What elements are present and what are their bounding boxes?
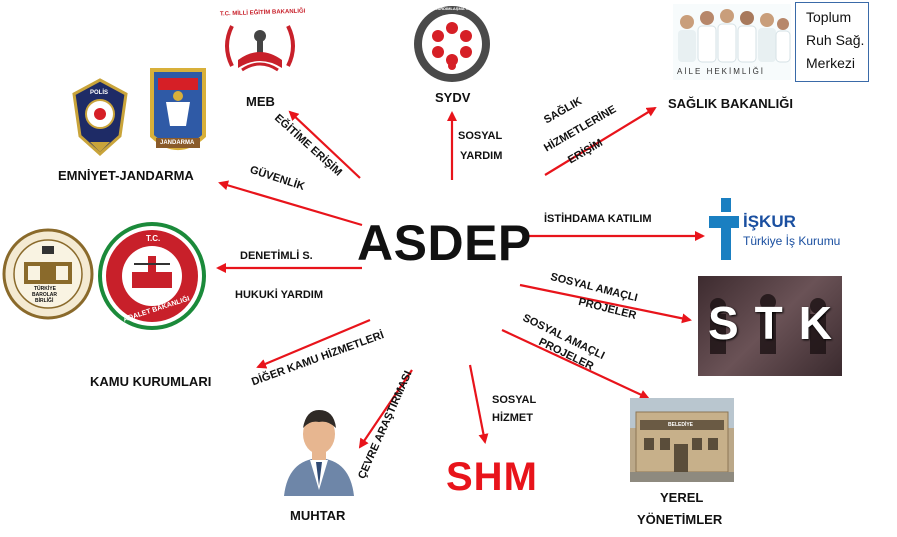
sydv-ring-text: SOSYAL YARDIMLAŞMA VE DAYANIŞMA VAKFI: [418, 6, 509, 11]
arrow-muhtar: [358, 369, 413, 449]
arrow-kamu: [256, 318, 371, 369]
toplum-line-1: Toplum: [806, 9, 852, 25]
adalet-tc-text: T.C.: [146, 234, 161, 243]
polis-logo: POLİS: [68, 78, 132, 158]
barolar-text-1: TÜRKİYE: [34, 286, 56, 292]
iskur-subtitle: Türkiye İş Kurumu: [743, 234, 841, 248]
jandarma-text: JANDARMA: [160, 140, 195, 146]
arrow-meb: [288, 110, 361, 179]
stk-image: STK: [698, 276, 842, 376]
node-sydv: SYDV: [435, 90, 471, 105]
edge-sosyal-yardim-1: SOSYAL: [458, 130, 503, 142]
adalet-logo: T.C. ADALET BAKANLIĞI: [98, 222, 206, 330]
belediye-text: BELEDİYE: [668, 422, 694, 428]
jandarma-logo: JANDARMA: [148, 66, 208, 162]
toplum-ruh-sagligi-box: Toplum Ruh Sağ. Merkezi: [795, 2, 869, 82]
iskur-logo: İŞKUR Türkiye İş Kurumu: [705, 196, 881, 266]
node-muhtar: MUHTAR: [290, 508, 346, 523]
node-emniyet-jandarma: EMNİYET-JANDARMA: [58, 168, 194, 183]
barolar-logo: TÜRKİYE BAROLAR BİRLİĞİ: [2, 228, 94, 320]
edge-sosyal-hizmet-2: HİZMET: [492, 412, 533, 424]
arrow-stk: [519, 283, 692, 324]
node-yerel-1: YEREL: [660, 490, 704, 505]
arrow-yerel: [501, 329, 650, 400]
stk-text: STK: [708, 297, 848, 349]
barolar-text-3: BİRLİĞİ: [35, 298, 54, 304]
muhtar-image: [278, 400, 360, 496]
aile-hekimligi-text: AİLE HEKİMLİĞİ: [677, 67, 766, 76]
arrow-saglik: [544, 106, 657, 176]
iskur-title: İŞKUR: [743, 212, 796, 231]
sydv-logo: SOSYAL YARDIMLAŞMA VE DAYANIŞMA VAKFI: [412, 4, 508, 84]
edge-istihdam: İSTİHDAMA KATILIM: [544, 213, 652, 225]
meb-logo: T.C. MİLLİ EĞİTİM BAKANLIĞI: [218, 4, 305, 88]
belediye-image: BELEDİYE: [630, 398, 734, 482]
node-kamu-kurumlari: KAMU KURUMLARI: [90, 374, 212, 389]
node-yerel-2: YÖNETİMLER: [637, 512, 723, 527]
node-meb: MEB: [246, 94, 275, 109]
toplum-line-3: Merkezi: [806, 55, 856, 71]
node-shm: SHM: [446, 455, 538, 499]
aile-hekimligi-image: AİLE HEKİMLİĞİ: [673, 4, 791, 80]
node-saglik-bakanligi: SAĞLIK BAKANLIĞI: [668, 96, 793, 111]
arrow-shm: [468, 364, 489, 444]
barolar-text-2: BAROLAR: [32, 292, 57, 298]
edge-sosyal-hizmet-1: SOSYAL: [492, 394, 537, 406]
center-label: ASDEP: [357, 215, 532, 271]
polis-text: POLİS: [90, 90, 109, 96]
edge-denetimli: DENETİMLİ S.: [240, 250, 313, 262]
edge-sosyal-yardim-2: YARDIM: [460, 150, 503, 162]
arrow-emniyet: [218, 180, 363, 227]
edge-hukuki: HUKUKİ YARDIM: [235, 289, 324, 301]
toplum-line-2: Ruh Sağ.: [806, 32, 865, 48]
